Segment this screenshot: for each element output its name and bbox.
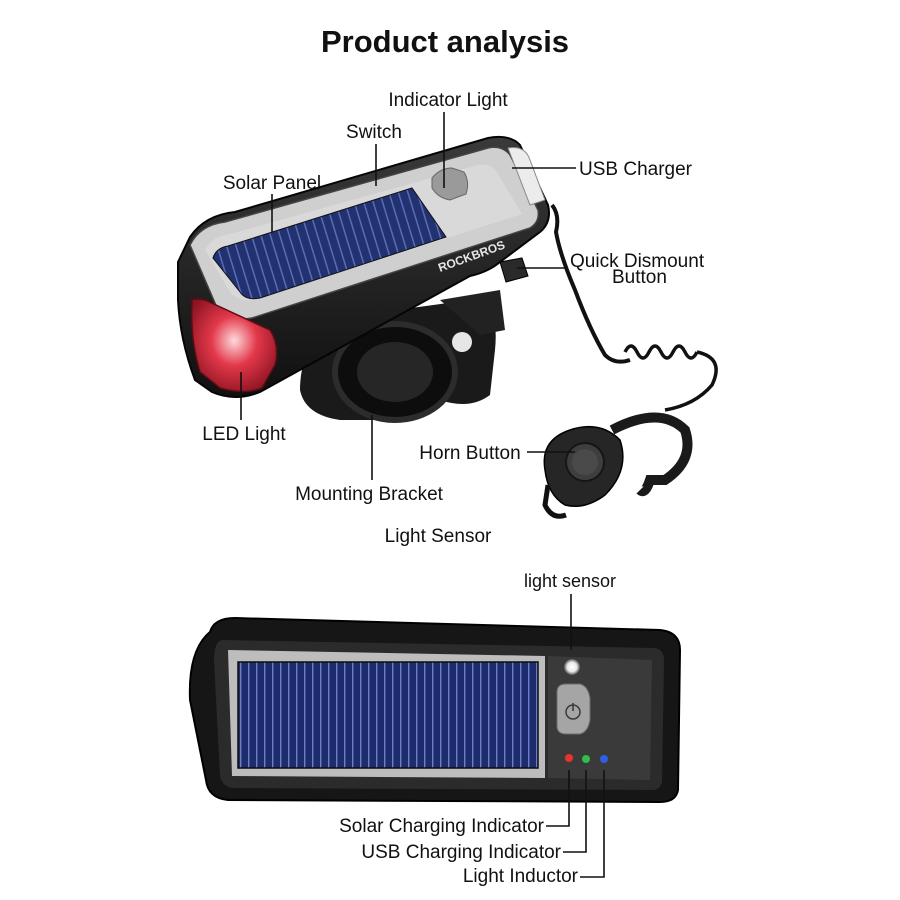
horn-cable: [550, 203, 631, 364]
led-light-lens: [190, 298, 278, 393]
label-quick-dismount-line2: Button: [612, 267, 667, 288]
label-light-inductor: Light Inductor: [463, 866, 579, 887]
label-quick-dismount-line1: Quick Dismount: [570, 251, 705, 272]
solar-panel-bottom: [237, 661, 539, 769]
top-leader-lines: [240, 112, 576, 480]
label-indicator-light: Indicator Light: [388, 90, 508, 111]
quick-dismount-button[interactable]: [499, 257, 529, 283]
light-inductor-led: [600, 755, 608, 763]
label-solar-charging-indicator: Solar Charging Indicator: [339, 816, 545, 837]
horn-button[interactable]: [542, 412, 693, 519]
solar-charging-indicator-led: [565, 754, 573, 762]
coiled-cable: [623, 344, 718, 412]
label-light-sensor: light sensor: [524, 571, 616, 591]
switch-button[interactable]: [431, 167, 469, 201]
section-caption: Light Sensor: [385, 526, 492, 547]
bottom-leader-lines: [546, 594, 605, 878]
device-top-view: [188, 616, 682, 804]
label-switch: Switch: [346, 122, 402, 143]
page-title: Product analysis: [321, 24, 569, 59]
label-usb-charger: USB Charger: [579, 159, 693, 180]
label-solar-panel: Solar Panel: [223, 173, 321, 194]
solar-panel-top: [212, 187, 447, 300]
label-led-light: LED Light: [202, 424, 286, 445]
light-sensor: [564, 659, 580, 675]
power-icon: [565, 703, 581, 720]
device-perspective-view: ROCKBROS: [177, 135, 718, 519]
usb-charging-indicator-led: [582, 755, 590, 763]
label-mounting-bracket: Mounting Bracket: [295, 484, 444, 505]
label-horn-button: Horn Button: [419, 443, 520, 464]
label-usb-charging-indicator: USB Charging Indicator: [361, 842, 561, 863]
